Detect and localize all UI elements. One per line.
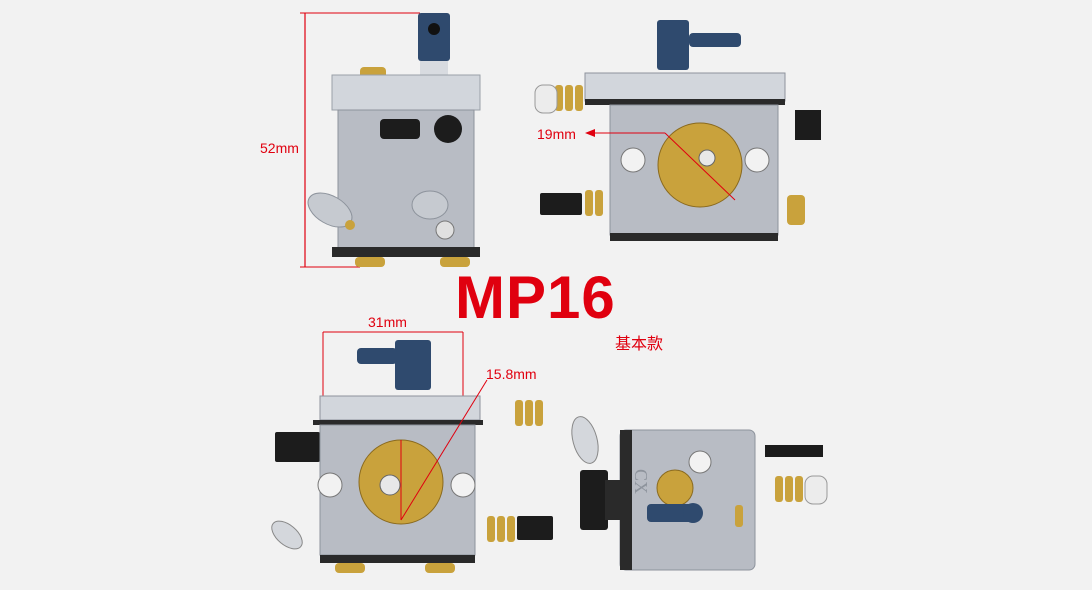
diameter-dimension-label: 15.8mm [486,366,537,382]
carburetor-side-view [300,12,481,268]
model-title: MP16 [455,264,616,331]
width-dimension-label: 31mm [368,314,407,330]
height-dimension-label: 52mm [260,140,299,156]
svg-text:CX: CX [631,469,651,494]
carburetor-top-view [534,20,821,241]
carburetor-front-view [271,331,553,573]
variant-label: 基本款 [615,334,664,353]
offset-dimension-label: 19mm [537,126,576,142]
carburetor-side-view-right: CX [571,416,828,571]
